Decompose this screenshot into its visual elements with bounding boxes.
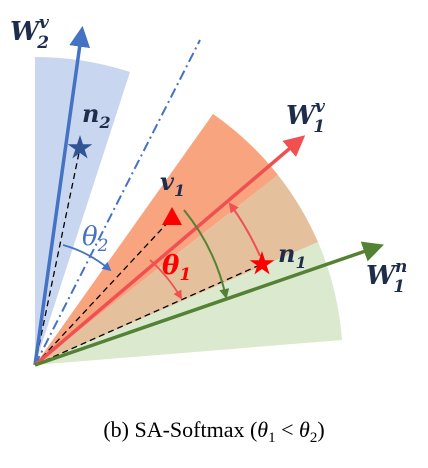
dashed-line-n1 — [34, 263, 263, 366]
green-angle-arc — [183, 209, 230, 299]
dashed-line-n2 — [34, 147, 81, 366]
n1-star-marker — [249, 251, 275, 275]
decision-boundary-line — [34, 39, 201, 366]
label-theta1: θ1 — [162, 251, 191, 285]
vector-w1n-arrow — [34, 241, 384, 367]
vector-w2v-arrow — [33, 25, 91, 366]
label-w2v: W2v — [10, 13, 50, 53]
v1-triangle-marker — [162, 207, 182, 225]
dashed-line-v1 — [34, 217, 173, 366]
orange-sector — [35, 114, 278, 365]
tan-sector — [35, 175, 318, 365]
label-w1v: W1v — [286, 97, 326, 137]
theta1-arc — [149, 259, 182, 300]
blue-sector — [35, 56, 130, 365]
n2-star-marker — [67, 135, 93, 159]
theta2-arc — [62, 244, 112, 272]
label-n1: n1 — [278, 239, 307, 272]
label-n2: n2 — [82, 99, 111, 132]
vector-w1v-arrow — [33, 135, 306, 367]
label-w1n: W1n — [366, 257, 407, 297]
figure-caption: (b) SA-Softmax (θ1 < θ2) — [103, 417, 324, 446]
label-v1: v1 — [160, 167, 185, 200]
green-sector — [35, 242, 342, 365]
red-angle-arc — [228, 202, 261, 257]
label-theta2: θ2 — [82, 222, 108, 256]
